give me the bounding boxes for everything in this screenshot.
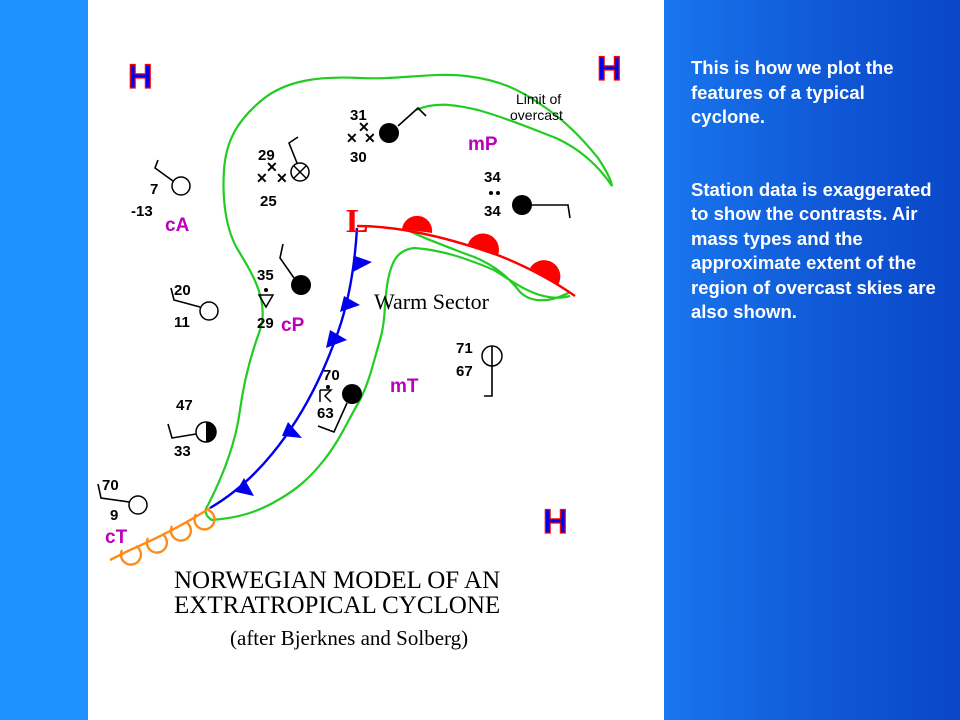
sky-cover-overcast-icon: [379, 123, 399, 143]
station-temperature: 70: [102, 477, 119, 494]
station-dewpoint: 29: [257, 315, 274, 332]
rain-symbol-icon: [496, 191, 500, 195]
cold-front-triangle: [326, 330, 347, 348]
station-model: 31 ✕ ✕ ✕ 30: [346, 106, 427, 166]
station-model: 35 29: [257, 243, 311, 332]
snow-symbol-icon: ✕: [276, 170, 288, 186]
sky-cover-clear-icon: [171, 176, 191, 196]
overcast-limit-label-1: Limit of: [516, 91, 561, 107]
air-mass-label-cp: cP: [281, 315, 305, 336]
diagram-title-line-1: NORWEGIAN MODEL OF AN: [174, 567, 500, 594]
stationary-front-line: [109, 506, 211, 562]
caption-detail: Station data is exaggerated to show the …: [691, 178, 936, 323]
sky-cover-overcast-icon: [342, 384, 362, 404]
station-temperature: 34: [484, 169, 501, 186]
wind-barb-icon: [484, 346, 493, 397]
station-dewpoint: 33: [174, 443, 191, 460]
diagram-title-line-2: EXTRATROPICAL CYCLONE: [174, 592, 500, 619]
station-temperature: 7: [150, 181, 158, 198]
station-dewpoint: 30: [350, 149, 367, 166]
station-model: 29 ✕ ✕ ✕ 25: [256, 136, 310, 210]
sky-cover-overcast-icon: [291, 275, 311, 295]
sky-cover-clear-icon: [128, 495, 148, 515]
wind-barb-icon: [154, 159, 174, 182]
diagram-panel: [88, 0, 664, 720]
station-model: 47 33: [167, 397, 217, 460]
wind-barb-icon: [170, 287, 201, 308]
station-dewpoint: 67: [456, 363, 473, 380]
warm-front-semicircle: [468, 233, 499, 255]
caption-text: This is how we plot the features of a ty…: [691, 56, 941, 325]
thunder-dot-icon: [326, 385, 330, 389]
wind-barb-icon: [317, 402, 348, 434]
shower-dot-icon: [264, 288, 268, 292]
station-model: 71 67: [456, 340, 503, 397]
station-temperature: 47: [176, 397, 193, 414]
station-temperature: 70: [323, 367, 340, 384]
wind-barb-icon: [97, 483, 130, 503]
warm-front-semicircle: [402, 215, 433, 233]
station-temperature: 20: [174, 282, 191, 299]
stationary-front-arc: [169, 520, 193, 542]
shower-symbol-icon: [257, 294, 275, 309]
high-pressure-label-se: H: [543, 503, 568, 541]
left-background-strip: [0, 0, 88, 720]
sky-cover-overcast-icon: [512, 195, 532, 215]
station-model: 7 -13: [131, 159, 191, 220]
air-mass-label-ca: cA: [165, 215, 190, 236]
air-mass-label-mp: mP: [468, 134, 498, 155]
cold-front-line: [209, 227, 359, 510]
snow-symbol-icon: ✕: [346, 130, 358, 146]
station-dewpoint: 11: [174, 314, 190, 331]
station-model: 70 63: [317, 367, 362, 434]
cold-front-triangle: [282, 422, 302, 438]
station-model: 20 11: [170, 282, 219, 331]
station-dewpoint: 9: [110, 507, 118, 524]
snow-symbol-icon: ✕: [256, 170, 268, 186]
high-pressure-label-nw: H: [128, 58, 153, 96]
warm-sector-label: Warm Sector: [374, 289, 490, 314]
wind-barb-icon: [279, 243, 295, 279]
air-mass-label-mt: mT: [390, 376, 419, 397]
sky-cover-clear-icon: [199, 301, 219, 321]
high-pressure-label-ne: H: [597, 50, 622, 88]
station-temperature: 29: [258, 147, 275, 164]
stationary-front-arc: [193, 508, 216, 531]
warm-front-semicircle: [530, 260, 561, 285]
station-dewpoint: -13: [131, 203, 153, 220]
caption-intro: This is how we plot the features of a ty…: [691, 57, 894, 127]
snow-symbol-icon: ✕: [266, 159, 278, 175]
overcast-limit-label-2: overcast: [510, 107, 563, 123]
station-temperature: 71: [456, 340, 473, 357]
wind-barb-icon: [167, 423, 197, 439]
station-model: 70 9: [97, 477, 148, 524]
snow-symbol-icon: ✕: [364, 130, 376, 146]
wind-barb-icon: [288, 136, 299, 164]
diagram-attribution: (after Bjerknes and Solberg): [230, 626, 468, 650]
sky-cover-half-fill: [206, 422, 216, 442]
low-pressure-label: L: [346, 203, 369, 240]
cold-front-triangle: [340, 296, 360, 312]
sky-cover-obscured-cross: [293, 165, 307, 179]
cold-front-triangle: [353, 256, 372, 272]
stationary-front-arc: [145, 532, 169, 554]
station-dewpoint: 63: [317, 405, 334, 422]
station-dewpoint: 25: [260, 193, 277, 210]
stationary-front-arc: [119, 544, 143, 566]
wind-barb-icon: [532, 204, 571, 219]
overcast-limit-outline: [204, 73, 614, 522]
snow-symbol-icon: ✕: [358, 119, 370, 135]
rain-symbol-icon: [489, 191, 493, 195]
station-model: 34 34: [484, 169, 571, 220]
air-mass-label-ct: cT: [105, 527, 128, 548]
cold-front-triangle: [236, 478, 254, 496]
cyclone-diagram: H H H L Warm Sector Limit of overcast mP…: [97, 49, 622, 650]
station-temperature: 31: [350, 107, 367, 124]
station-dewpoint: 34: [484, 203, 501, 220]
station-temperature: 35: [257, 267, 274, 284]
caption-panel: [664, 0, 960, 720]
thunderstorm-symbol-icon: [319, 389, 333, 403]
wind-barb-icon: [397, 106, 427, 127]
